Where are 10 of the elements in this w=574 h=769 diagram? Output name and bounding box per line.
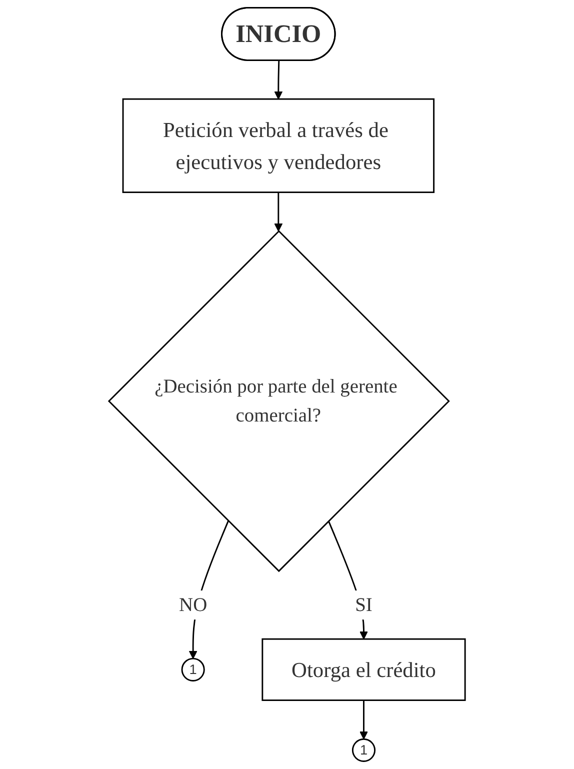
- node-circle: [181, 658, 205, 682]
- edge-label: SI: [355, 594, 372, 616]
- arrow: [359, 700, 368, 740]
- node-diamond: [108, 230, 450, 572]
- edge-label: NO: [179, 594, 208, 616]
- node-box: [262, 638, 466, 701]
- node-box: [122, 98, 435, 194]
- node-circle: [352, 738, 376, 762]
- arrow: [274, 60, 283, 100]
- arrow: [274, 192, 283, 232]
